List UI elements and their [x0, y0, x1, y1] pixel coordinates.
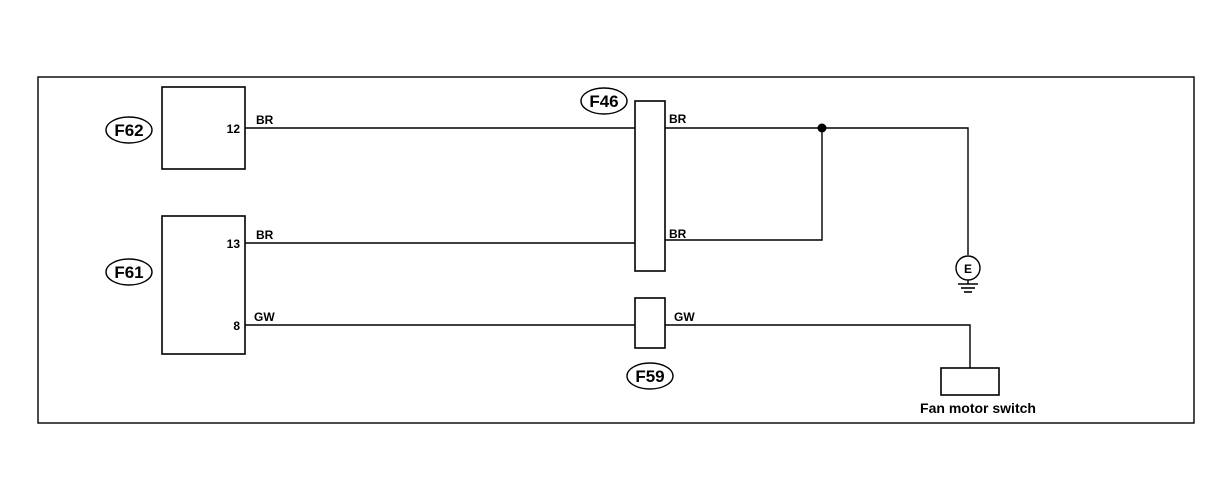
- f61-module: [161, 215, 246, 355]
- f59-connector: [634, 297, 666, 349]
- f61-callout: [105, 258, 153, 286]
- f46-id: F46: [589, 92, 618, 111]
- ground-icon: [958, 280, 978, 293]
- wire-br-f46-to-ground: [665, 127, 969, 255]
- wire-label-br-top-right: BR: [669, 112, 687, 126]
- f59-callout: [626, 362, 674, 390]
- f62-module: [161, 86, 246, 170]
- wire-label-br-mid-left: BR: [256, 228, 274, 242]
- ground-label: E: [964, 262, 972, 276]
- diagram-frame: [37, 76, 1195, 424]
- f62-pin-label: 12: [227, 122, 241, 136]
- f61-id: F61: [114, 263, 143, 282]
- f61-pin-bottom-label: 8: [233, 319, 240, 333]
- f62-id: F62: [114, 121, 143, 140]
- wire-br-f46-to-splice: [665, 128, 823, 241]
- f59-id: F59: [635, 367, 664, 386]
- wire-label-gw-left: GW: [254, 310, 275, 324]
- f62-callout: [105, 116, 153, 144]
- f46-callout: [580, 87, 628, 115]
- splice-point: [817, 123, 827, 133]
- wire-label-br-top-left: BR: [256, 113, 274, 127]
- wire-label-gw-right: GW: [674, 310, 695, 324]
- f46-connector: [634, 100, 666, 272]
- wire-gw-f59-to-switch: [665, 324, 971, 368]
- f61-pin-top-label: 13: [227, 237, 241, 251]
- fan-motor-switch-label: Fan motor switch: [920, 400, 1036, 416]
- wire-label-br-mid-right: BR: [669, 227, 687, 241]
- fan-motor-switch: [940, 367, 1000, 396]
